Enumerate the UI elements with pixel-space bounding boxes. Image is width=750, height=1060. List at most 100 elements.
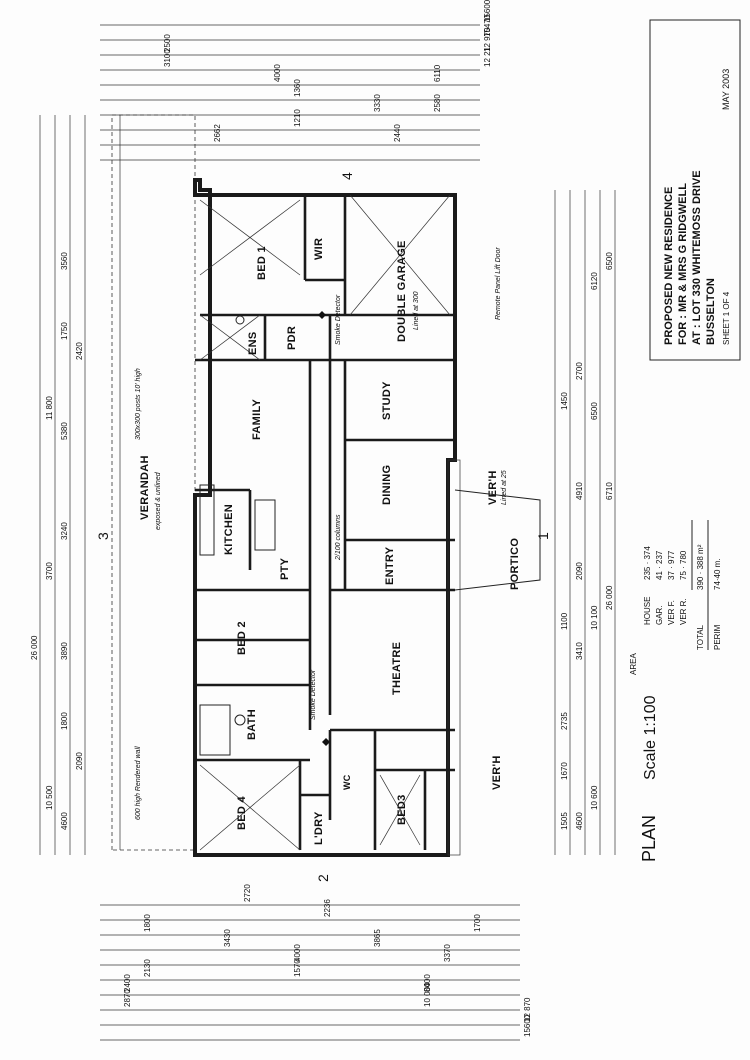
dim-top-g: 3100 [163,49,172,67]
dim-btm-l: 3430 [223,929,232,947]
room-pty: PTY [279,557,291,580]
dimensions-right-end: 15600 15470 12 970 12 21 2500 4000 3100 … [100,0,492,161]
dim-btm-g: 2130 [143,959,152,977]
room-kitchen: KITCHEN [223,504,235,555]
dim-btm-i: 4000 [293,944,302,962]
room-dining: DINING [381,465,393,505]
dim-seg-c: 3560 [60,252,69,270]
dim-top-e: 2500 [163,34,172,52]
room-bath: BATH [246,709,258,740]
title-block: PROPOSED NEW RESIDENCE FOR : MR & MRS G … [649,19,741,361]
area-table: AREA HOUSE 235 · 374 GAR. 41 · 237 VER F… [629,520,722,675]
plan-label: PLAN [639,815,659,862]
note-posts: 2/100 columns [335,514,342,561]
room-theatre: THEATRE [391,642,403,695]
notes: exposed & unlined Lined at 300 Lined at … [135,247,508,820]
dimensions-left-end: 15600 12 870 10 000 2870 8400 2400 2130 … [100,884,532,1041]
area-row-gar-value: 41 · 237 [655,550,664,580]
title-date: MAY 2003 [721,69,731,110]
dim-top-n: 2440 [393,124,402,142]
room-wc: WC [342,774,352,790]
area-row-house-label: HOUSE [643,597,652,625]
dim-btm-f: 2400 [123,974,132,992]
room-wir: WIR [313,238,325,260]
dim-bot-seg-n: 1450 [560,392,569,410]
dim-bot-seg-g: 4910 [575,482,584,500]
area-row-verr-label: VER R. [679,598,688,625]
note-smoke-1: Smoke Detector [310,669,317,720]
title-block-border [649,19,741,361]
room-family: FAMILY [251,399,263,440]
dim-bot-seg-d: 6710 [605,482,614,500]
dim-btm-h: 1570 [293,959,302,977]
dim-seg-j: 1750 [60,322,69,340]
verandah-outline [111,114,196,851]
area-total-value: 390 · 388 m² [696,544,705,590]
grid-marker-2: 2 [315,874,331,882]
dim-btm-n: 1700 [473,914,482,932]
note-door: Remote Panel Lift Door [495,247,502,320]
dim-seg-h: 3240 [60,522,69,540]
area-row-verr-value: 75 · 780 [679,550,688,580]
dim-bot-seg-a: 4600 [575,812,584,830]
room-ldry: L'DRY [313,811,325,845]
dim-bot-seg-k: 1670 [560,762,569,780]
basin-icon [234,714,246,726]
dim-seg-d: 3890 [60,642,69,660]
area-total-label: TOTAL [696,624,705,650]
dim-top-m: 2662 [213,124,222,142]
dim-seg-f: 2090 [75,752,84,770]
room-verandah: VERANDAH [139,455,151,520]
smoke-detector-icon [322,738,330,746]
dim-seg-i: 2420 [75,342,84,360]
dim-btm-p: 2720 [243,884,252,902]
dim-top-l: 1210 [293,109,302,127]
area-row-gar-label: GAR. [655,605,664,625]
ens-basin-icon [235,315,245,325]
dim-btm-o: 2236 [323,899,332,917]
dim-top-a: 15600 [483,0,492,22]
room-entry: ENTRY [384,546,396,585]
smoke-detector-icon-2 [318,311,326,319]
grid-marker-3: 3 [95,532,111,540]
dim-bot-seg-m: 1505 [560,812,569,830]
dim-seg-g: 5380 [60,422,69,440]
grid-marker-1: 1 [535,532,551,540]
room-portico: PORTICO [509,538,521,590]
area-row-verf-label: VER F. [667,600,676,625]
note-verh-sub: Lined at 25 [501,470,508,505]
dim-top-j: 3330 [373,94,382,112]
dim-bot-seg-c: 6500 [605,252,614,270]
note-verandah-sub: exposed & unlined [155,471,162,530]
room-bed1: BED 1 [256,246,268,280]
note-wall: 600 high Rendered wall [135,746,142,820]
room-double-garage: DOUBLE GARAGE [396,240,408,342]
dim-btm-j: 3370 [443,944,452,962]
area-row-house-value: 235 · 374 [643,546,652,580]
dim-btm-m: 1800 [143,914,152,932]
grid-marker-4: 4 [339,172,355,180]
dim-bot-seg-e: 6120 [590,272,599,290]
note-garage-sub: Lined at 300 [413,291,420,330]
area-row-verf-value: 37 · 977 [667,550,676,580]
dim-bot-seg-b: 6500 [590,402,599,420]
dimensions-front-side: 26 000 10 600 10 100 4600 6500 6500 6710… [554,190,616,855]
area-perim-label: PERIM [713,624,722,650]
dim-overall-a: 26 000 [30,635,39,660]
dim-top-k: 2580 [433,94,442,112]
dim-overall-c: 4600 [60,812,69,830]
note-smoke-2: Smoke Detector [335,294,342,345]
dim-top-f: 4000 [273,64,282,82]
room-ens: ENS [247,331,259,355]
dim-bot-total-a: 26 000 [605,585,614,610]
dim-btm-e: 8400 [423,974,432,992]
dim-btm-a: 15600 [523,1014,532,1037]
kitchen-island [254,499,276,551]
kitchen-bench [199,484,215,556]
dimensions-verandah-side: 26 000 10 500 4600 3700 11 800 3560 3890… [30,115,86,855]
room-labels: BED 1 WIR ENS PDR DOUBLE GARAGE FAMILY S… [139,238,521,845]
dim-bot-seg-i: 3410 [575,642,584,660]
dim-bot-seg-f: 2700 [575,362,584,380]
